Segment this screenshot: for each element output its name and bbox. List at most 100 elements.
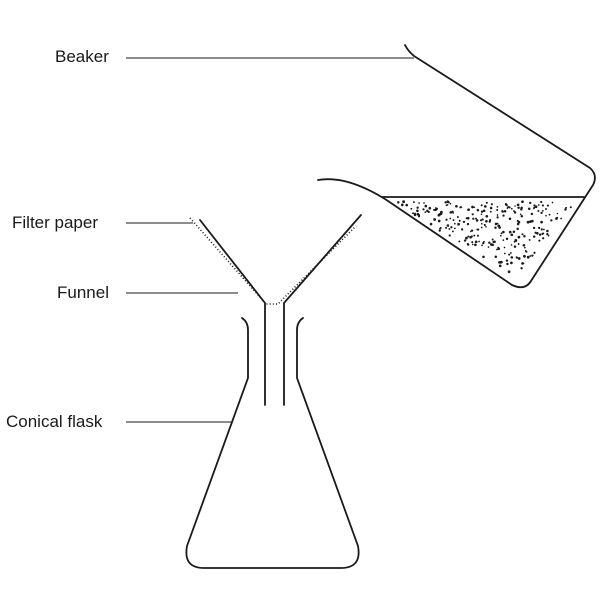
particle: [448, 228, 451, 230]
particle: [400, 203, 404, 207]
particle: [510, 256, 514, 259]
particle: [565, 206, 568, 209]
particle: [449, 202, 452, 205]
beaker-outline: [317, 44, 596, 289]
particle: [510, 207, 513, 210]
beaker-particles: [397, 200, 572, 274]
particle: [467, 235, 470, 238]
particle: [452, 212, 454, 214]
particle: [480, 210, 484, 213]
particle: [457, 222, 460, 226]
particle: [491, 238, 494, 241]
particle: [512, 230, 516, 233]
particle: [455, 204, 458, 208]
particle: [453, 222, 456, 225]
flask-outline: [185, 317, 360, 569]
particle: [556, 212, 559, 215]
particle: [520, 267, 523, 270]
particle: [520, 208, 523, 211]
particle: [459, 206, 462, 209]
particle: [532, 235, 536, 238]
particle: [538, 239, 541, 242]
particle: [474, 243, 477, 247]
particle: [569, 206, 572, 209]
particle: [551, 201, 554, 204]
particle: [456, 216, 459, 218]
particle: [543, 228, 545, 231]
funnel: [199, 214, 362, 406]
particle: [424, 211, 427, 214]
particle: [445, 218, 448, 221]
particle: [473, 206, 476, 209]
particle: [413, 213, 417, 217]
particle: [471, 241, 474, 244]
particle: [533, 207, 535, 210]
particle: [517, 257, 521, 260]
particle: [496, 206, 499, 208]
particle: [503, 246, 506, 249]
particle: [458, 219, 461, 222]
particle: [521, 200, 524, 204]
particle: [501, 209, 504, 212]
particle: [467, 208, 470, 212]
particle: [510, 244, 513, 246]
particle: [402, 200, 405, 204]
particle: [508, 253, 511, 256]
particle: [465, 236, 468, 240]
particle: [488, 241, 491, 244]
particle: [538, 233, 542, 236]
beaker: [317, 44, 596, 289]
particle: [438, 229, 441, 232]
particle: [527, 207, 531, 211]
particle: [546, 233, 549, 236]
particle: [547, 234, 550, 237]
particle: [537, 209, 540, 213]
particle: [523, 246, 526, 249]
particle: [513, 211, 517, 214]
particle: [471, 243, 474, 246]
funnel-left-wall: [199, 219, 266, 406]
particle: [439, 227, 442, 230]
particle: [463, 239, 467, 242]
particle: [483, 223, 486, 227]
particle: [437, 213, 441, 217]
particle: [560, 217, 563, 220]
filter-paper: [189, 217, 357, 305]
particle: [530, 212, 534, 216]
particle: [541, 210, 544, 212]
particle: [526, 255, 530, 259]
particle: [454, 227, 456, 230]
particle: [510, 261, 513, 265]
particle: [505, 237, 509, 241]
filter-paper-outline: [189, 217, 357, 305]
particle: [494, 222, 498, 226]
particle: [540, 228, 543, 231]
particle: [516, 222, 520, 226]
particle: [513, 245, 517, 248]
particle: [546, 229, 549, 233]
particle: [523, 254, 526, 258]
particle: [545, 208, 547, 210]
particle: [475, 217, 477, 220]
particle: [405, 203, 408, 207]
particle: [494, 255, 498, 258]
particle: [497, 247, 501, 251]
particle: [502, 214, 505, 217]
particle: [540, 220, 543, 224]
particle: [510, 233, 514, 237]
particle: [506, 207, 509, 209]
particle: [499, 234, 502, 237]
particle: [471, 205, 474, 209]
particle: [480, 222, 483, 225]
particle: [500, 232, 503, 235]
particle: [508, 230, 512, 234]
particle: [450, 226, 453, 229]
particle: [494, 226, 497, 230]
particle: [487, 246, 490, 248]
particle: [489, 210, 492, 213]
particle: [492, 240, 495, 244]
particle: [529, 255, 532, 257]
particle: [506, 262, 509, 266]
particle: [466, 242, 469, 245]
particle: [536, 232, 539, 235]
